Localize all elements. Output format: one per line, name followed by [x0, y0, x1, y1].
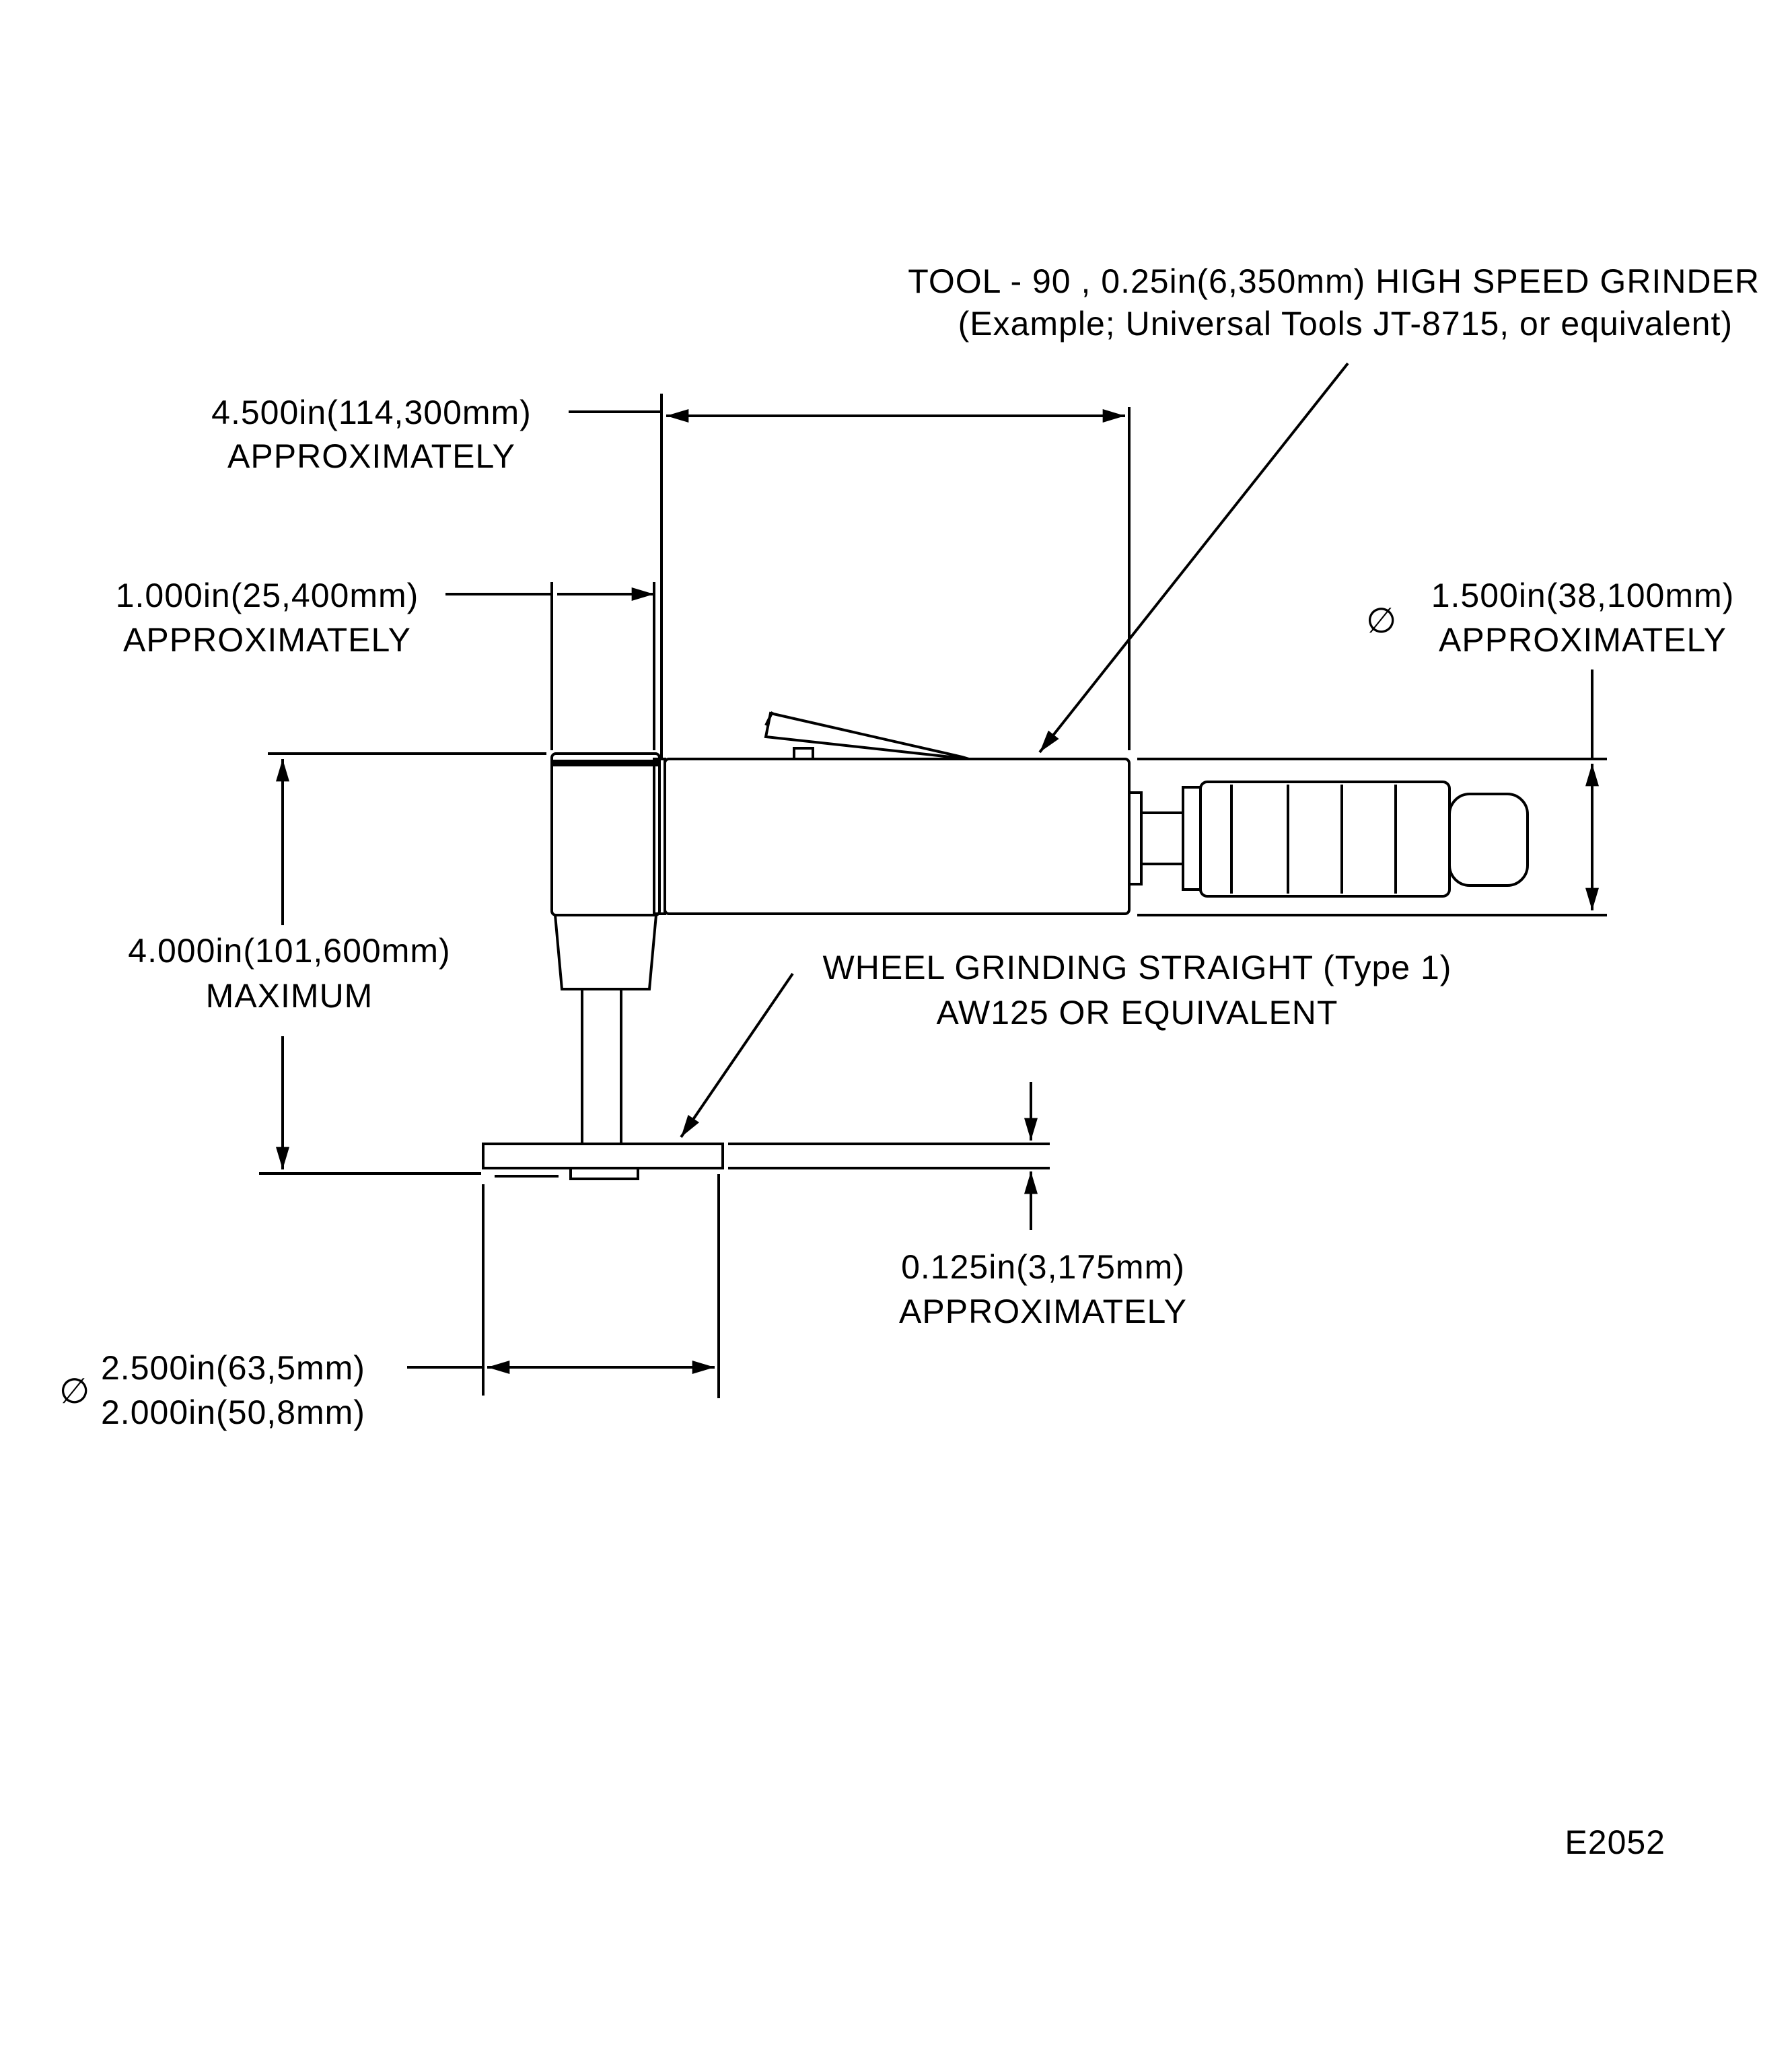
- height-label-note: MAXIMUM: [205, 977, 373, 1015]
- throttle-lever: [764, 711, 970, 760]
- thickness-label-note: APPROXIMATELY: [899, 1293, 1187, 1330]
- wheel-dia-label-max: 2.500in(63,5mm): [101, 1349, 365, 1387]
- head-label-note: APPROXIMATELY: [123, 621, 411, 659]
- collet-nut: [554, 914, 657, 990]
- tool-example: (Example; Universal Tools JT-8715, or eq…: [958, 305, 1733, 342]
- spindle-shaft: [581, 988, 622, 1145]
- grip-sleeve: [1199, 781, 1451, 898]
- figure-id: E2052: [1565, 1823, 1665, 1861]
- length-label-value: 4.500in(114,300mm): [211, 394, 532, 431]
- body-diameter-symbol: ∅: [1366, 601, 1397, 641]
- angle-head: [550, 752, 661, 916]
- lever-pivot: [793, 747, 814, 760]
- head-label-value: 1.000in(25,400mm): [115, 577, 419, 614]
- grinder-tool: [482, 711, 1529, 1180]
- grinding-wheel: [482, 1143, 724, 1169]
- rear-neck: [1140, 811, 1184, 865]
- body-dia-label-value: 1.500in(38,100mm): [1431, 577, 1735, 614]
- wheel-diameter-symbol: ∅: [59, 1371, 90, 1412]
- tool-title: TOOL - 90 , 0.25in(6,350mm) HIGH SPEED G…: [908, 262, 1760, 300]
- wheel-callout-line1: WHEEL GRINDING STRAIGHT (Type 1): [822, 949, 1452, 986]
- body-dia-label-note: APPROXIMATELY: [1439, 621, 1727, 659]
- tool-callout-leader: [1038, 362, 1349, 754]
- wheel-flange: [569, 1167, 639, 1180]
- thickness-label-value: 0.125in(3,175mm): [901, 1248, 1185, 1286]
- rear-collar: [1128, 791, 1143, 885]
- wheel-callout-line2: AW125 OR EQUIVALENT: [936, 994, 1338, 1032]
- height-label-value: 4.000in(101,600mm): [128, 932, 451, 970]
- wheel-dia-label-min: 2.000in(50,8mm): [101, 1394, 365, 1431]
- length-label-note: APPROXIMATELY: [227, 437, 515, 475]
- dimension-lines: [259, 362, 1607, 1398]
- wheel-callout-leader: [680, 972, 794, 1138]
- air-coupling: [1182, 786, 1202, 891]
- motor-body: [664, 758, 1131, 915]
- end-cap: [1448, 793, 1529, 887]
